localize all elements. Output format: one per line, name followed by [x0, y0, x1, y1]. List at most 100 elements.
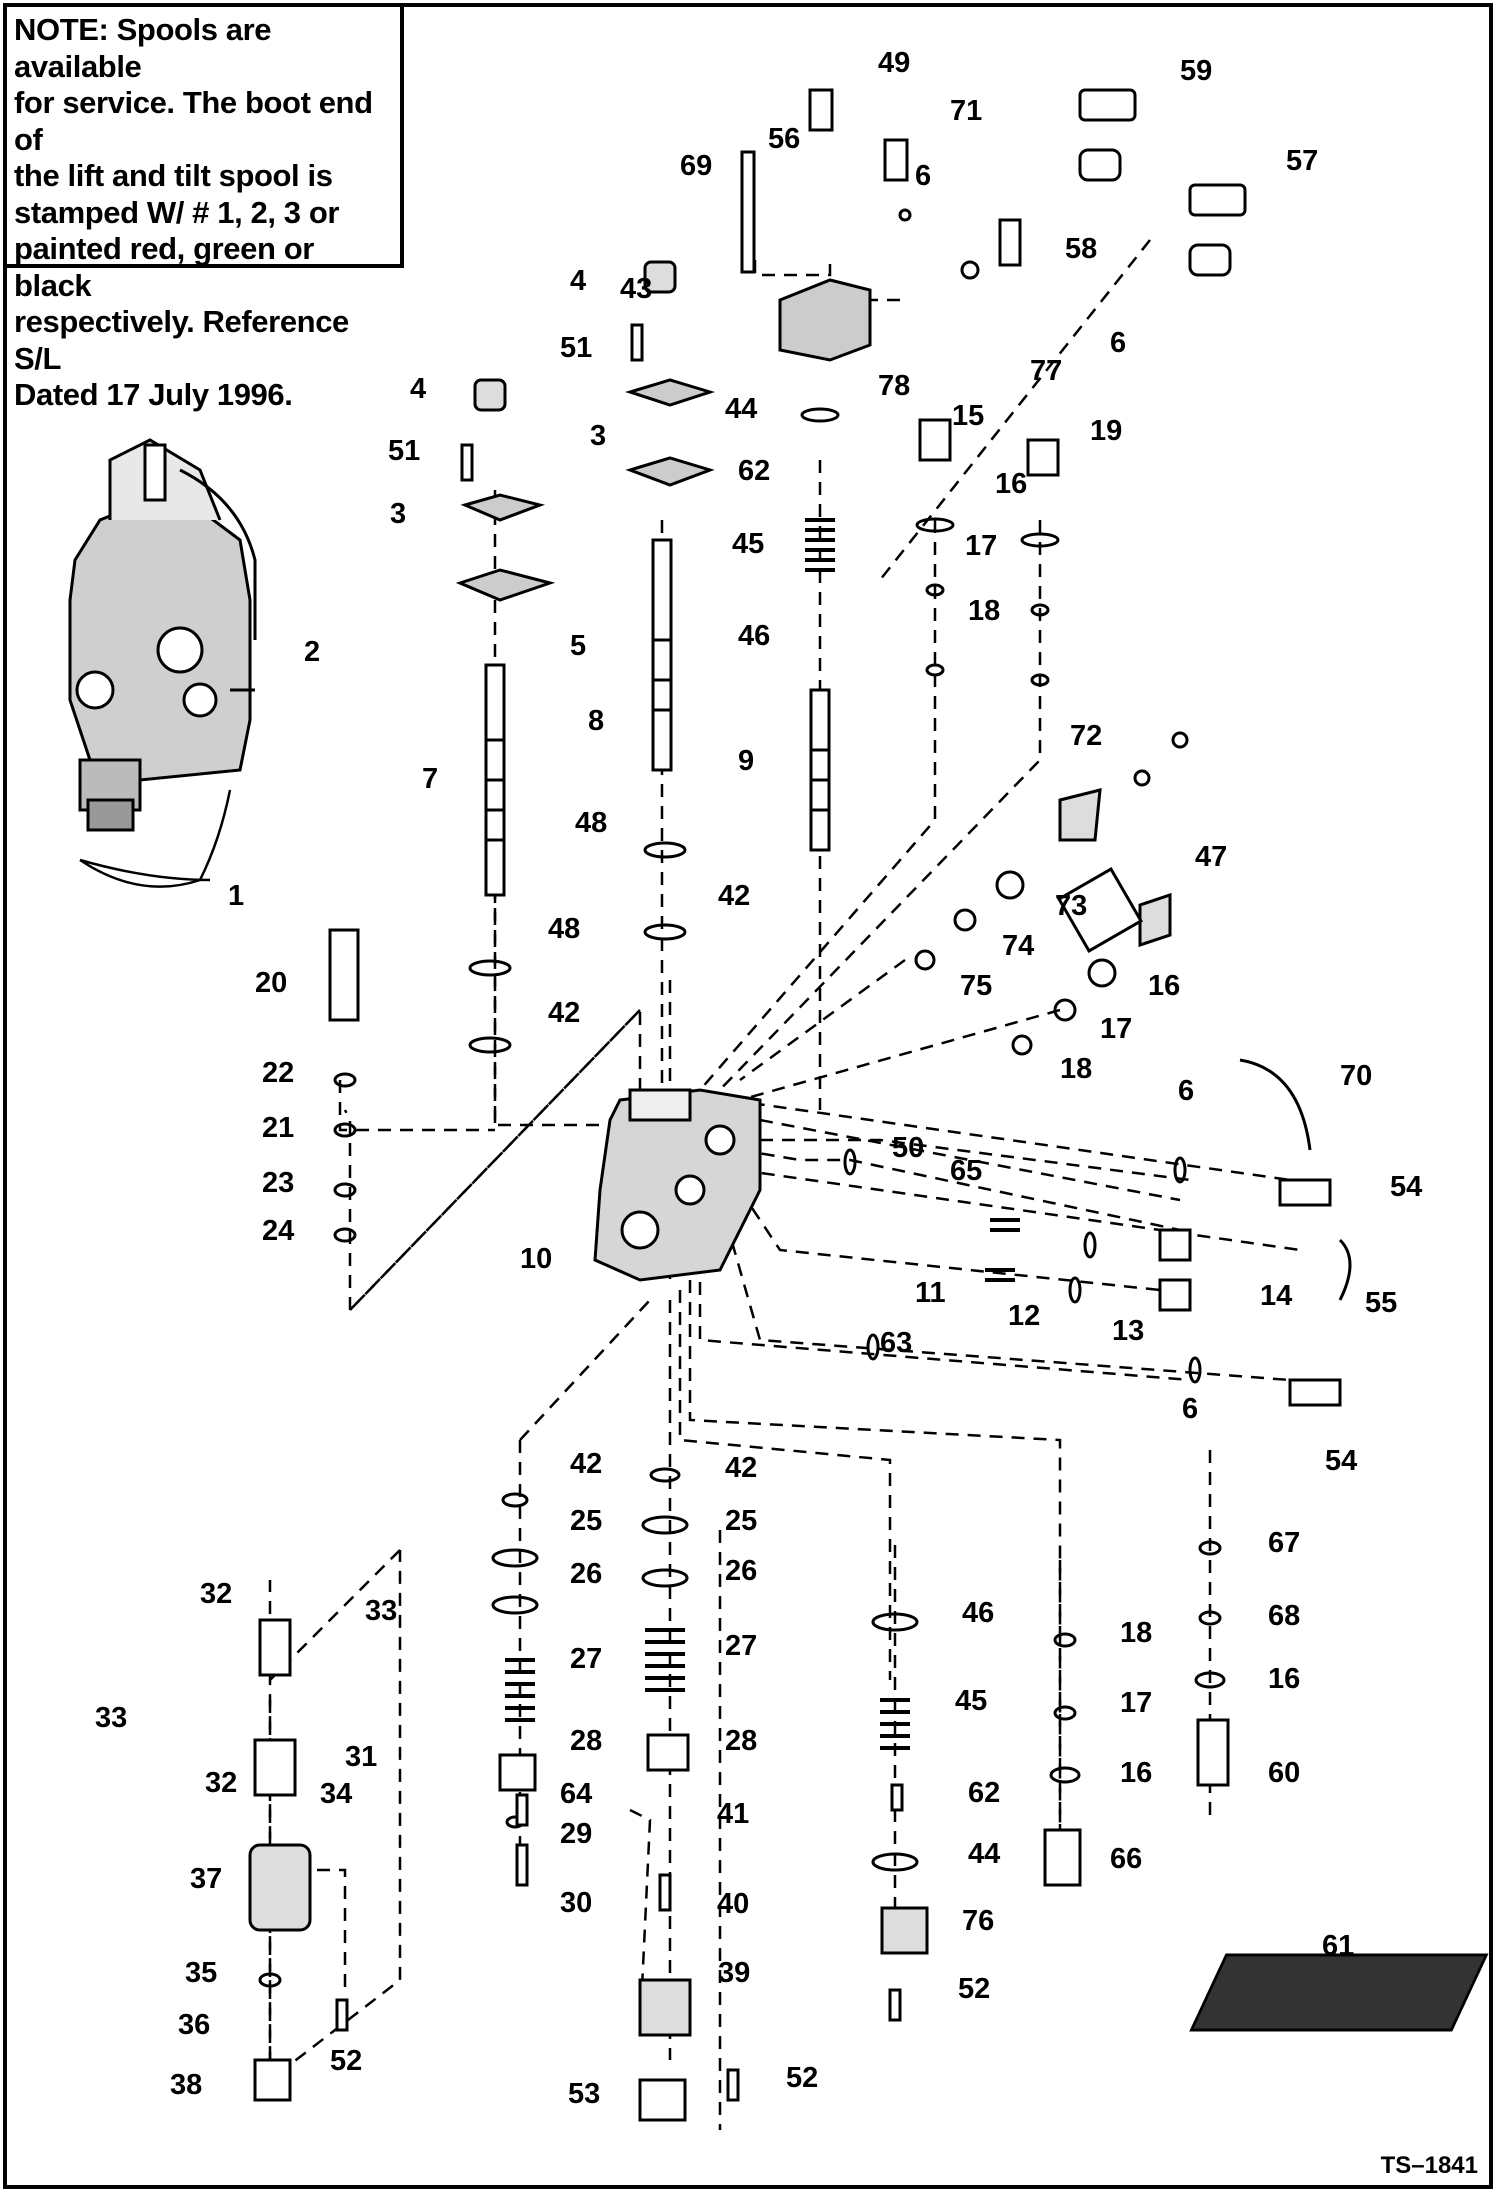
part-callout-66: 66 [1110, 1843, 1142, 1875]
spool-9 [809, 688, 831, 852]
part-callout-20: 20 [255, 967, 287, 999]
service-note-box: NOTE: Spools are available for service. … [6, 6, 404, 412]
spring [505, 518, 1020, 1750]
part-callout-31: 31 [345, 1741, 377, 1773]
part-callout-18: 18 [1060, 1053, 1092, 1085]
part-callout-53: 53 [568, 2078, 600, 2110]
spool-7 [484, 663, 506, 897]
part-callout-25: 25 [570, 1505, 602, 1537]
part-callout-75: 75 [960, 970, 992, 1002]
part-callout-23: 23 [262, 1167, 294, 1199]
note-line: stamped W/ # 1, 2, 3 or [14, 194, 340, 230]
part-callout-40: 40 [717, 1888, 749, 1920]
valve-body [593, 1088, 762, 1282]
part-callout-71: 71 [950, 95, 982, 127]
retainer-plates [455, 378, 716, 602]
part-callout-62: 62 [968, 1777, 1000, 1809]
part-callout-19: 19 [1090, 415, 1122, 447]
note-line: for service. The boot end of [14, 85, 373, 157]
part-callout-32: 32 [200, 1578, 232, 1610]
part-callout-6: 6 [1182, 1393, 1198, 1425]
part-callout-55: 55 [1365, 1287, 1397, 1319]
part-callout-45: 45 [732, 528, 764, 560]
part-callout-34: 34 [320, 1778, 352, 1810]
part-callout-12: 12 [1008, 1300, 1040, 1332]
part-callout-17: 17 [1120, 1687, 1152, 1719]
part-callout-2: 2 [304, 636, 320, 668]
part-callout-49: 49 [878, 47, 910, 79]
part-callout-63: 63 [880, 1327, 912, 1359]
note-line: the lift and tilt spool is [14, 158, 333, 193]
part-callout-17: 17 [965, 530, 997, 562]
part-callout-17: 17 [1100, 1013, 1132, 1045]
part-callout-52: 52 [958, 1973, 990, 2005]
part-callout-50: 50 [892, 1132, 924, 1164]
assembly-guide-lines [268, 239, 1301, 2130]
part-callout-67: 67 [1268, 1527, 1300, 1559]
part-callout-10: 10 [520, 1243, 552, 1275]
part-callout-4: 4 [570, 265, 586, 297]
part-callout-59: 59 [1180, 55, 1212, 87]
part-callout-16: 16 [1120, 1757, 1152, 1789]
part-callout-14: 14 [1260, 1280, 1292, 1312]
part-callout-27: 27 [570, 1643, 602, 1675]
part-callout-25: 25 [725, 1505, 757, 1537]
part-callout-21: 21 [262, 1112, 294, 1144]
part-callout-26: 26 [725, 1555, 757, 1587]
part-callout-41: 41 [717, 1798, 749, 1830]
part-callout-46: 46 [738, 620, 770, 652]
spool-8 [651, 538, 673, 772]
part-callout-43: 43 [620, 273, 652, 305]
o-rings [254, 208, 1226, 2078]
part-callout-60: 60 [1268, 1757, 1300, 1789]
part-callout-32: 32 [205, 1767, 237, 1799]
figure-reference: TS–1841 [1380, 2152, 1478, 2179]
part-callout-77: 77 [1030, 355, 1062, 387]
part-callout-37: 37 [190, 1863, 222, 1895]
part-callout-3: 3 [590, 420, 606, 452]
part-callout-46: 46 [962, 1597, 994, 1629]
part-callout-11: 11 [915, 1277, 946, 1309]
part-callout-78: 78 [878, 370, 910, 402]
part-callout-29: 29 [560, 1818, 592, 1850]
part-callout-51: 51 [560, 332, 592, 364]
part-callout-62: 62 [738, 455, 770, 487]
part-callout-42: 42 [548, 997, 580, 1029]
part-callout-57: 57 [1286, 145, 1318, 177]
page-frame [3, 3, 1493, 2189]
part-callout-38: 38 [170, 2069, 202, 2101]
part-callout-18: 18 [1120, 1617, 1152, 1649]
part-callout-42: 42 [718, 880, 750, 912]
part-callout-6: 6 [915, 160, 931, 192]
part-callout-74: 74 [1002, 930, 1034, 962]
note-line: Dated 17 July 1996. [14, 377, 293, 412]
part-callout-54: 54 [1325, 1445, 1357, 1477]
part-callout-28: 28 [725, 1725, 757, 1757]
part-callout-36: 36 [178, 2009, 210, 2041]
part-callout-44: 44 [725, 393, 757, 425]
part-callout-56: 56 [768, 123, 800, 155]
part-callout-22: 22 [262, 1057, 294, 1089]
part-callout-33: 33 [365, 1595, 397, 1627]
part-callout-52: 52 [330, 2045, 362, 2077]
part-callout-16: 16 [1148, 970, 1180, 1002]
part-callout-16: 16 [995, 468, 1027, 500]
part-callout-5: 5 [570, 630, 586, 662]
valve-assembly-illustration [68, 438, 257, 832]
part-callout-48: 48 [548, 913, 580, 945]
part-callout-26: 26 [570, 1558, 602, 1590]
part-callout-58: 58 [1065, 233, 1097, 265]
part-callout-28: 28 [570, 1725, 602, 1757]
part-callout-24: 24 [262, 1215, 294, 1247]
part-callout-44: 44 [968, 1838, 1000, 1870]
part-callout-64: 64 [560, 1778, 592, 1810]
part-callout-16: 16 [1268, 1663, 1300, 1695]
part-callout-54: 54 [1390, 1171, 1422, 1203]
part-callout-61: 61 [1322, 1930, 1354, 1962]
part-callout-51: 51 [388, 435, 420, 467]
part-callout-6: 6 [1110, 327, 1126, 359]
part-callout-69: 69 [680, 150, 712, 182]
part-callout-42: 42 [570, 1448, 602, 1480]
